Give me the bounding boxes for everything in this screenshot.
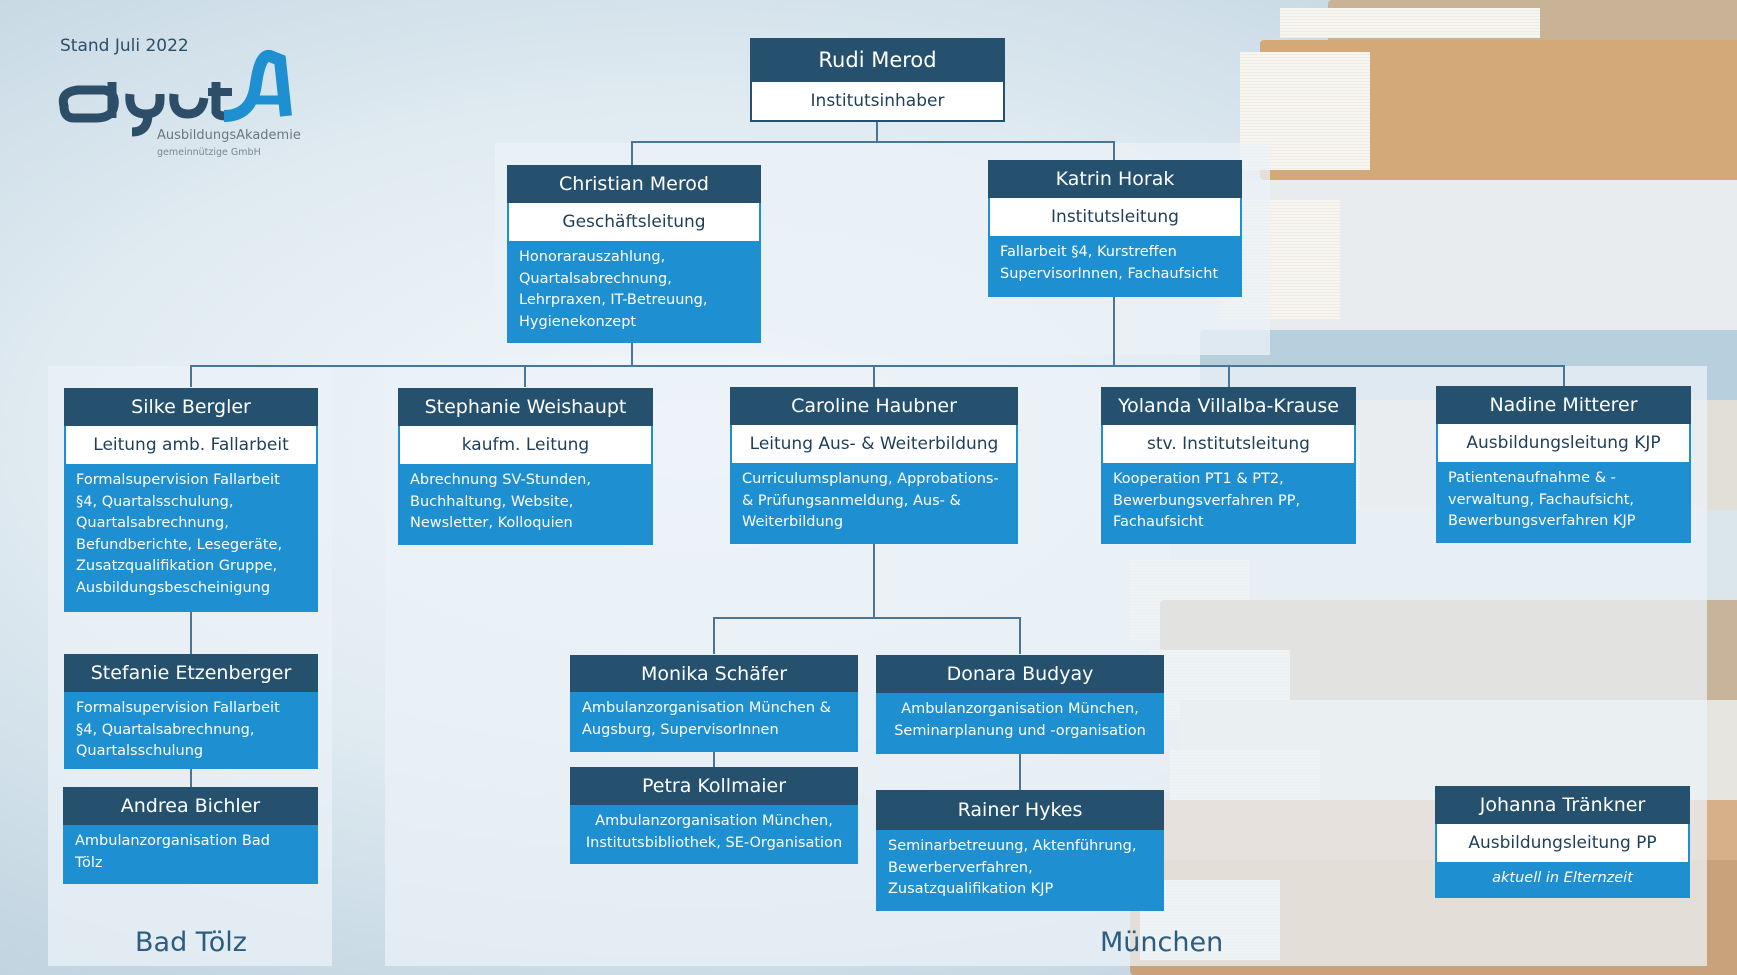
dgvta-logo — [58, 49, 292, 137]
node-stefanie-etzenberger: Stefanie Etzenberger Formalsupervision F… — [64, 654, 318, 769]
node-name: Silke Bergler — [64, 388, 318, 426]
node-role: Geschäftsleitung — [507, 203, 761, 241]
node-name: Petra Kollmaier — [570, 767, 858, 805]
node-description: Ambulanzorganisation München &Augsburg, … — [570, 692, 858, 752]
node-name: Rainer Hykes — [876, 790, 1164, 830]
node-name: Rudi Merod — [750, 38, 1005, 82]
node-role: Leitung amb. Fallarbeit — [64, 426, 318, 464]
location-label-bad-toelz: Bad Tölz — [135, 927, 247, 958]
node-description: Honorarauszahlung,Quartalsabrechnung, Le… — [507, 241, 761, 343]
node-description: Formalsupervision Fallarbeit§4, Quartals… — [64, 464, 318, 612]
node-katrin-horak: Katrin Horak Institutsleitung Fallarbeit… — [988, 160, 1242, 297]
node-role: Institutsleitung — [988, 198, 1242, 236]
node-christian-merod: Christian Merod Geschäftsleitung Honorar… — [507, 165, 761, 343]
node-rainer-hykes: Rainer Hykes Seminarbetreuung, Aktenführ… — [876, 790, 1164, 911]
node-role: stv. Institutsleitung — [1101, 425, 1356, 463]
node-role: Institutsinhaber — [750, 82, 1005, 122]
logo-subtitle: AusbildungsAkademie — [157, 128, 301, 143]
node-stephanie-weishaupt: Stephanie Weishaupt kaufm. Leitung Abrec… — [398, 388, 653, 545]
node-name: Christian Merod — [507, 165, 761, 203]
node-donara-budyay: Donara Budyay Ambulanzorganisation Münch… — [876, 655, 1164, 754]
node-description: Ambulanzorganisation München,Seminarplan… — [876, 693, 1164, 754]
node-description: Patientenaufnahme & -verwaltung, Fachauf… — [1436, 462, 1691, 543]
node-role: Ausbildungsleitung KJP — [1436, 424, 1691, 462]
node-description: Curriculumsplanung, Approbations-& Prüfu… — [730, 463, 1018, 544]
node-nadine-mitterer: Nadine Mitterer Ausbildungsleitung KJP P… — [1436, 386, 1691, 543]
node-name: Katrin Horak — [988, 160, 1242, 198]
node-yolanda-villalba-krause: Yolanda Villalba-Krause stv. Institutsle… — [1101, 387, 1356, 544]
node-petra-kollmaier: Petra Kollmaier Ambulanzorganisation Mün… — [570, 767, 858, 864]
node-name: Donara Budyay — [876, 655, 1164, 693]
node-role: Ausbildungsleitung PP — [1435, 824, 1690, 862]
node-name: Yolanda Villalba-Krause — [1101, 387, 1356, 425]
node-role: kaufm. Leitung — [398, 426, 653, 464]
node-description: Ambulanzorganisation München,Institutsbi… — [570, 805, 858, 864]
node-name: Stefanie Etzenberger — [64, 654, 318, 692]
node-silke-bergler: Silke Bergler Leitung amb. Fallarbeit Fo… — [64, 388, 318, 612]
node-description: aktuell in Elternzeit — [1435, 862, 1690, 898]
node-name: Nadine Mitterer — [1436, 386, 1691, 424]
node-description: Formalsupervision Fallarbeit§4, Quartals… — [64, 692, 318, 769]
node-role: Leitung Aus- & Weiterbildung — [730, 425, 1018, 463]
node-description: Seminarbetreuung, Aktenführung,Bewerberv… — [876, 830, 1164, 911]
location-label-muenchen: München — [1100, 927, 1224, 958]
node-name: Johanna Tränkner — [1435, 786, 1690, 824]
node-monika-schaefer: Monika Schäfer Ambulanzorganisation Münc… — [570, 655, 858, 752]
node-caroline-haubner: Caroline Haubner Leitung Aus- & Weiterbi… — [730, 387, 1018, 544]
node-name: Stephanie Weishaupt — [398, 388, 653, 426]
node-description: Abrechnung SV-Stunden,Buchhaltung, Websi… — [398, 464, 653, 545]
node-rudi-merod: Rudi Merod Institutsinhaber — [750, 38, 1005, 122]
logo-subtitle-small: gemeinnützige GmbH — [157, 147, 261, 158]
node-name: Caroline Haubner — [730, 387, 1018, 425]
stand-date: Stand Juli 2022 — [60, 36, 189, 56]
node-description: Kooperation PT1 & PT2,Bewerbungsverfahre… — [1101, 463, 1356, 544]
node-name: Monika Schäfer — [570, 655, 858, 692]
node-name: Andrea Bichler — [63, 787, 318, 825]
node-johanna-traenkner: Johanna Tränkner Ausbildungsleitung PP a… — [1435, 786, 1690, 898]
